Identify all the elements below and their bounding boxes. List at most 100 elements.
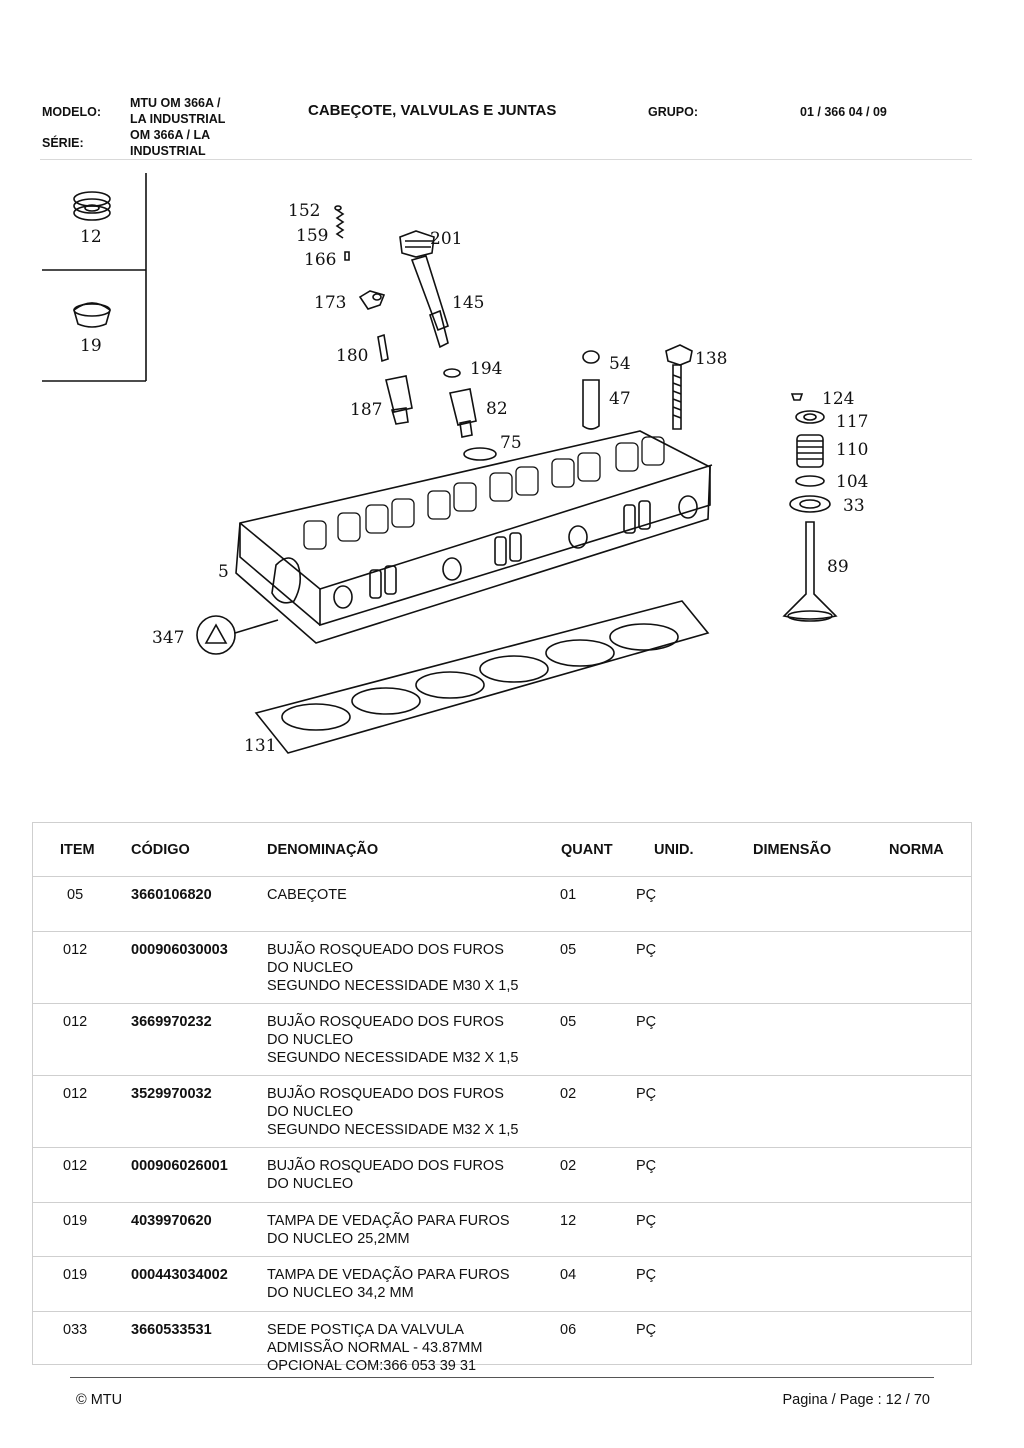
table-row: 033 3660533531 SEDE POSTIÇA DA VALVULA A… — [33, 1312, 971, 1374]
parts-table: ITEM CÓDIGO DENOMINAÇÃO QUANT UNID. DIME… — [32, 822, 972, 1374]
denom-line: TAMPA DE VEDAÇÃO PARA FUROS — [267, 1267, 510, 1283]
col-dimensao: DIMENSÃO — [753, 842, 832, 858]
denom-line: ADMISSÃO NORMAL - 43.87MM — [267, 1340, 483, 1356]
denom-line: BUJÃO ROSQUEADO DOS FUROS — [267, 1014, 504, 1030]
cell-quant: 06 — [560, 1322, 577, 1338]
grupo-value: 01 / 366 04 / 09 — [800, 105, 887, 119]
cell-quant: 04 — [560, 1267, 577, 1283]
cell-denominacao: TAMPA DE VEDAÇÃO PARA FUROS DO NUCLEO 34… — [267, 1266, 557, 1302]
callout-347: 347 — [152, 628, 184, 648]
denom-line: BUJÃO ROSQUEADO DOS FUROS — [267, 1086, 504, 1102]
col-denominacao: DENOMINAÇÃO — [267, 842, 379, 858]
callout-201: 201 — [430, 229, 462, 249]
col-item: ITEM — [60, 842, 95, 858]
table-row: 019 000443034002 TAMPA DE VEDAÇÃO PARA F… — [33, 1257, 971, 1312]
cell-denominacao: SEDE POSTIÇA DA VALVULA ADMISSÃO NORMAL … — [267, 1321, 557, 1375]
cell-unid: PÇ — [636, 1213, 657, 1229]
table-row: 05 3660106820 CABEÇOTE 01 PÇ — [33, 877, 971, 932]
callout-173: 173 — [314, 293, 346, 313]
valve-spring-stack — [782, 393, 838, 622]
denom-line: SEGUNDO NECESSIDADE M32 X 1,5 — [267, 1050, 519, 1066]
serie-value-line2: INDUSTRIAL — [130, 144, 206, 158]
cell-denominacao: BUJÃO ROSQUEADO DOS FUROS DO NUCLEO SEGU… — [267, 1085, 557, 1139]
cover-347 — [196, 615, 279, 655]
cell-quant: 01 — [560, 887, 577, 903]
table-header: ITEM CÓDIGO DENOMINAÇÃO QUANT UNID. DIME… — [33, 823, 971, 877]
cell-item: 019 — [63, 1267, 88, 1283]
callout-12: 12 — [80, 227, 102, 247]
cell-item: 05 — [67, 887, 84, 903]
denom-line: DO NUCLEO 25,2MM — [267, 1231, 410, 1247]
cell-codigo: 000443034002 — [131, 1267, 228, 1283]
col-unid: UNID. — [654, 842, 694, 858]
col-norma: NORMA — [889, 842, 944, 858]
callout-124: 124 — [822, 389, 854, 409]
page-header: MODELO: MTU OM 366A / LA INDUSTRIAL SÉRI… — [40, 92, 972, 160]
legend-box — [42, 173, 147, 382]
denom-line: BUJÃO ROSQUEADO DOS FUROS — [267, 1158, 504, 1174]
denom-line: OPCIONAL COM:366 053 39 31 — [267, 1358, 477, 1374]
denom-line: TAMPA DE VEDAÇÃO PARA FUROS — [267, 1213, 510, 1229]
denom-line: DO NUCLEO — [267, 1032, 354, 1048]
cell-unid: PÇ — [636, 1158, 657, 1174]
callout-117: 117 — [836, 412, 868, 432]
denom-line: DO NUCLEO 34,2 MM — [267, 1285, 414, 1301]
callout-33: 33 — [843, 496, 865, 516]
guide-and-bolt — [582, 344, 693, 430]
page-title: CABEÇOTE, VALVULAS E JUNTAS — [308, 102, 557, 119]
col-codigo: CÓDIGO — [131, 842, 190, 858]
cylinder-head — [235, 430, 713, 644]
callout-19: 19 — [80, 336, 102, 356]
cell-codigo: 3529970032 — [131, 1086, 212, 1102]
callout-54: 54 — [609, 354, 631, 374]
callout-180: 180 — [336, 346, 368, 366]
head-gasket — [254, 600, 710, 754]
cell-item: 033 — [63, 1322, 88, 1338]
cell-quant: 05 — [560, 1014, 577, 1030]
footer-divider — [70, 1377, 934, 1378]
modelo-value-line2: LA INDUSTRIAL — [130, 112, 226, 126]
denom-line: SEGUNDO NECESSIDADE M30 X 1,5 — [267, 978, 519, 994]
callout-5: 5 — [218, 562, 229, 582]
cell-item: 019 — [63, 1213, 88, 1229]
cell-codigo: 000906030003 — [131, 942, 228, 958]
page-number: Pagina / Page : 12 / 70 — [782, 1392, 930, 1408]
denom-line: BUJÃO ROSQUEADO DOS FUROS — [267, 942, 504, 958]
col-quant: QUANT — [561, 842, 613, 858]
cell-unid: PÇ — [636, 1267, 657, 1283]
denom-line: SEDE POSTIÇA DA VALVULA — [267, 1322, 464, 1338]
callout-110: 110 — [836, 440, 868, 460]
cell-item: 012 — [63, 1014, 88, 1030]
denom-line: CABEÇOTE — [267, 887, 347, 903]
cell-denominacao: TAMPA DE VEDAÇÃO PARA FUROS DO NUCLEO 25… — [267, 1212, 557, 1248]
footer-copyright: © MTU — [76, 1392, 123, 1408]
cell-codigo: 000906026001 — [131, 1158, 228, 1174]
cell-codigo: 3669970232 — [131, 1014, 212, 1030]
exploded-parts-diagram: 12 19 152 159 166 201 173 145 180 194 18… — [40, 165, 940, 775]
cell-codigo: 4039970620 — [131, 1213, 212, 1229]
table-row: 019 4039970620 TAMPA DE VEDAÇÃO PARA FUR… — [33, 1203, 971, 1257]
callout-152: 152 — [288, 201, 320, 221]
denom-line: DO NUCLEO — [267, 1176, 354, 1192]
serie-label: SÉRIE: — [42, 136, 84, 150]
callout-145: 145 — [452, 293, 484, 313]
denom-line: SEGUNDO NECESSIDADE M32 X 1,5 — [267, 1122, 519, 1138]
cell-denominacao: BUJÃO ROSQUEADO DOS FUROS DO NUCLEO SEGU… — [267, 941, 557, 995]
serie-value-line1: OM 366A / LA — [130, 128, 211, 142]
table-row: 012 000906030003 BUJÃO ROSQUEADO DOS FUR… — [33, 932, 971, 1004]
grupo-label: GRUPO: — [648, 105, 698, 119]
callout-194: 194 — [470, 359, 502, 379]
callout-75: 75 — [500, 433, 522, 453]
callout-138: 138 — [695, 349, 727, 369]
cell-denominacao: CABEÇOTE — [267, 886, 557, 904]
cell-denominacao: BUJÃO ROSQUEADO DOS FUROS DO NUCLEO — [267, 1157, 557, 1193]
cell-unid: PÇ — [636, 1014, 657, 1030]
modelo-value-line1: MTU OM 366A / — [130, 96, 221, 110]
injector-parts — [334, 205, 497, 461]
table-row: 012 3529970032 BUJÃO ROSQUEADO DOS FUROS… — [33, 1076, 971, 1148]
denom-line: DO NUCLEO — [267, 1104, 354, 1120]
cell-item: 012 — [63, 1158, 88, 1174]
table-row: 012 000906026001 BUJÃO ROSQUEADO DOS FUR… — [33, 1148, 971, 1203]
cell-unid: PÇ — [636, 887, 657, 903]
cell-unid: PÇ — [636, 1086, 657, 1102]
